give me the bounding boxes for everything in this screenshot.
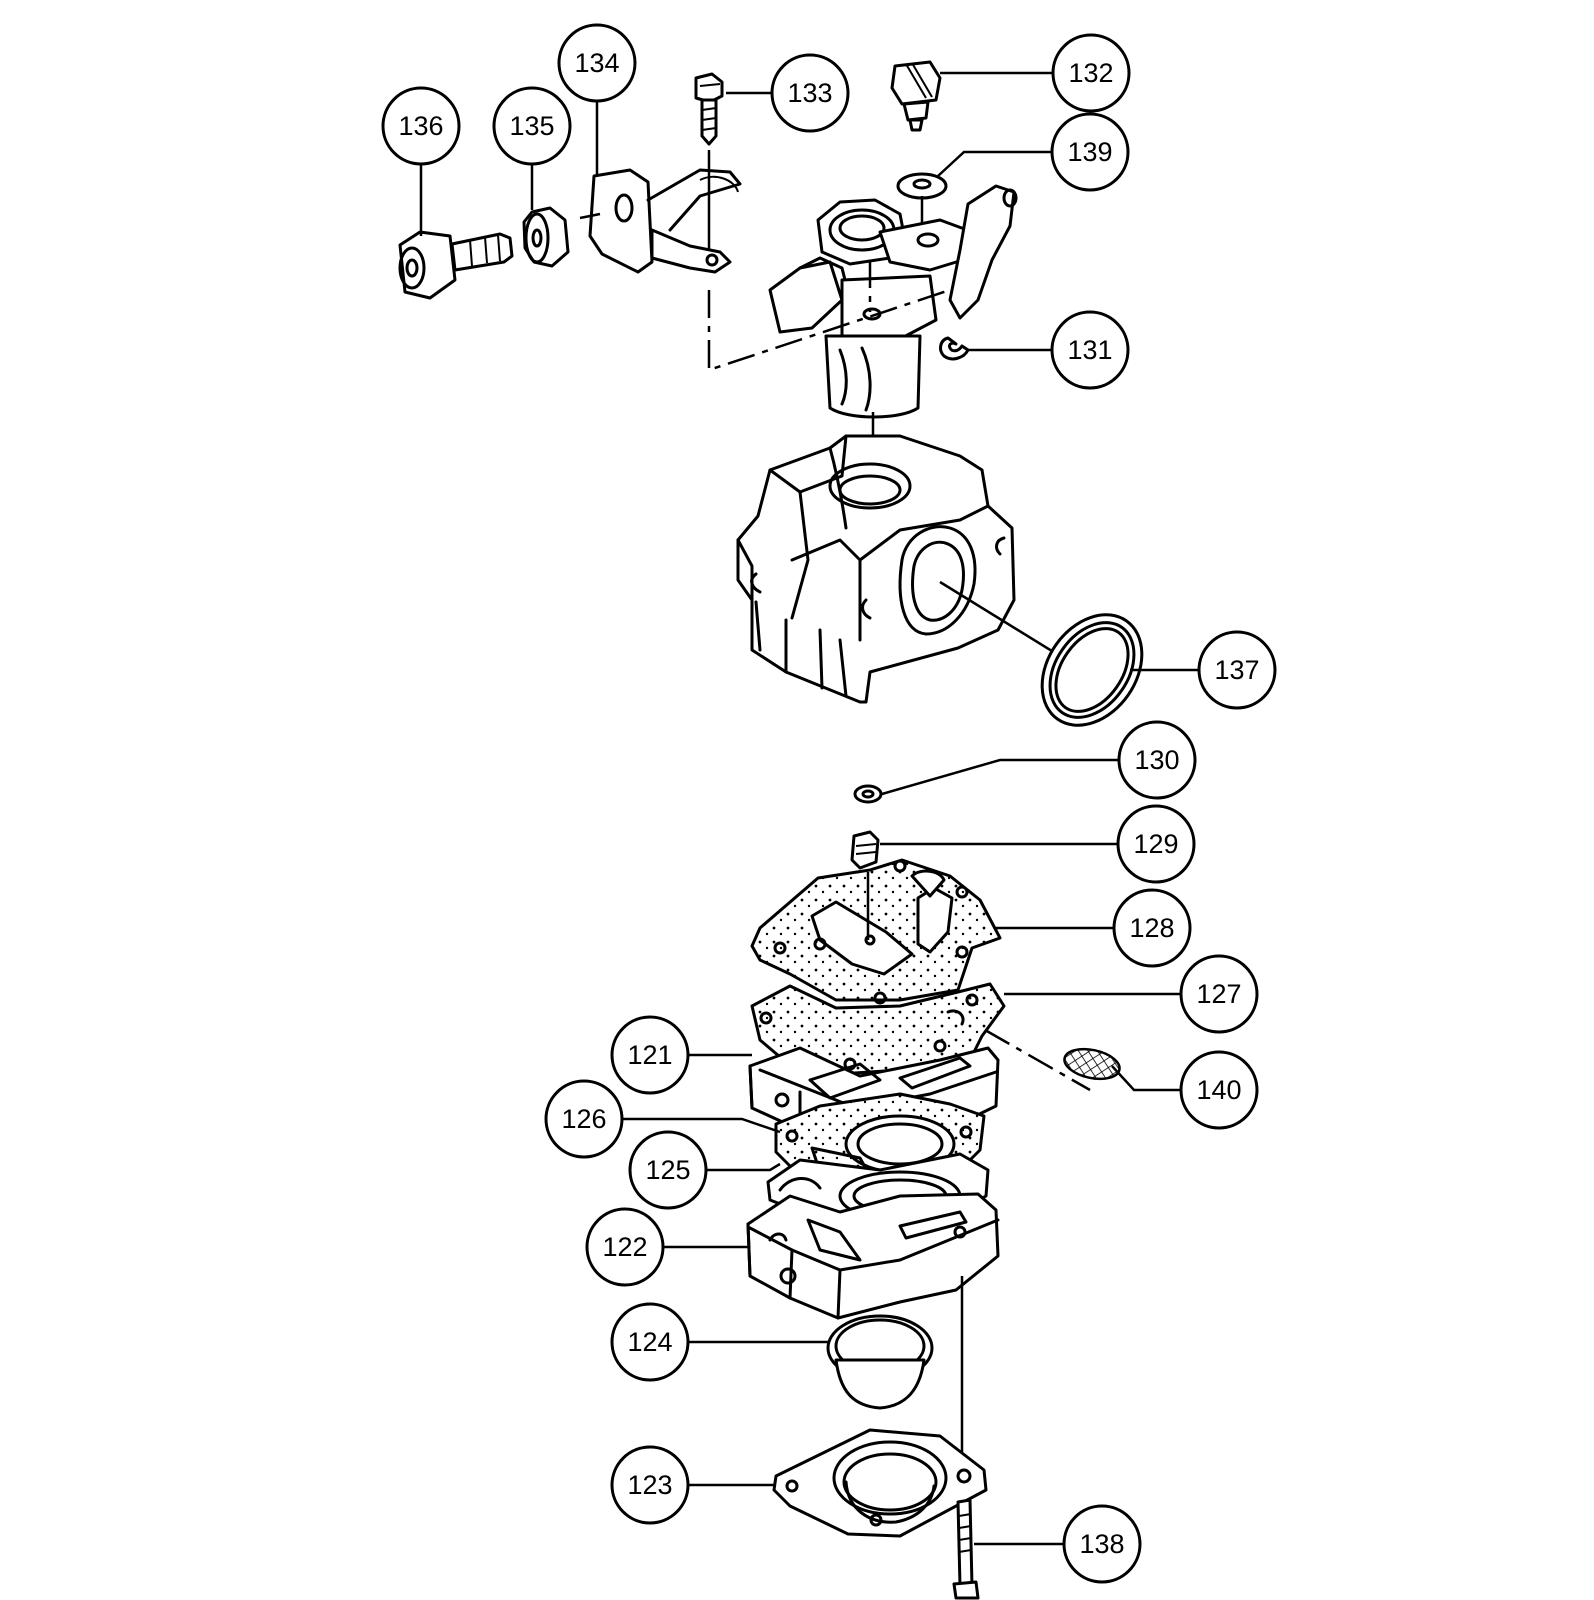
svg-text:128: 128: [1129, 913, 1174, 943]
callout-127: 127: [1179, 954, 1259, 1034]
part-129-plug: [850, 830, 880, 870]
callout-124: 124: [610, 1302, 690, 1382]
callout-133: 133: [770, 53, 850, 133]
callout-134: 134: [557, 23, 637, 103]
upper-carburetor-body: [768, 184, 1018, 419]
svg-text:133: 133: [787, 78, 832, 108]
callout-138: 138: [1062, 1504, 1142, 1584]
part-135-nut: [522, 206, 570, 268]
callout-122: 122: [585, 1207, 665, 1287]
callout-125: 125: [628, 1130, 708, 1210]
svg-text:137: 137: [1214, 655, 1259, 685]
svg-text:138: 138: [1079, 1529, 1124, 1559]
svg-text:123: 123: [627, 1470, 672, 1500]
svg-text:140: 140: [1196, 1075, 1241, 1105]
svg-text:127: 127: [1196, 979, 1241, 1009]
part-139-washer: [896, 172, 948, 200]
callout-130: 130: [1117, 720, 1197, 800]
callout-140: 140: [1179, 1050, 1259, 1130]
svg-text:135: 135: [509, 111, 554, 141]
part-132-adjust-screw: [890, 60, 942, 132]
callout-137: 137: [1197, 630, 1277, 710]
part-138-screw: [952, 1498, 980, 1600]
part-128-gasket: [750, 858, 1002, 1005]
svg-text:132: 132: [1068, 58, 1113, 88]
part-127-diaphragm: [750, 982, 1006, 1076]
part-124-cup: [826, 1314, 934, 1410]
part-136-hose-fitting: [398, 230, 514, 300]
part-130-washer: [853, 784, 883, 804]
leader-lines: [419, 71, 1199, 1546]
callout-126: 126: [544, 1079, 624, 1159]
callout-135: 135: [492, 86, 572, 166]
callout-136: 136: [381, 86, 461, 166]
svg-text:131: 131: [1067, 335, 1112, 365]
svg-text:121: 121: [627, 1040, 672, 1070]
callout-123: 123: [610, 1445, 690, 1525]
callout-129: 129: [1116, 804, 1196, 884]
callout-139: 139: [1050, 112, 1130, 192]
main-carburetor-body: [736, 434, 1061, 704]
part-137-seal-ring: [1040, 613, 1144, 727]
callout-121: 121: [610, 1015, 690, 1095]
part-122-pump-body: [746, 1192, 1000, 1320]
callout-128: 128: [1112, 888, 1192, 968]
part-123-cover-plate: [772, 1428, 988, 1538]
svg-text:134: 134: [574, 48, 619, 78]
svg-text:124: 124: [627, 1327, 672, 1357]
svg-text:136: 136: [398, 111, 443, 141]
part-131-e-clip: [939, 336, 970, 361]
callout-132: 132: [1051, 33, 1131, 113]
part-140-filter-screen: [1063, 1047, 1121, 1081]
svg-text:125: 125: [645, 1155, 690, 1185]
svg-text:126: 126: [561, 1104, 606, 1134]
callout-131: 131: [1050, 310, 1130, 390]
svg-text:122: 122: [602, 1232, 647, 1262]
part-133-screw: [694, 72, 724, 250]
svg-text:139: 139: [1067, 137, 1112, 167]
svg-text:129: 129: [1133, 829, 1178, 859]
part-134-bracket: [579, 168, 742, 274]
svg-text:130: 130: [1134, 745, 1179, 775]
